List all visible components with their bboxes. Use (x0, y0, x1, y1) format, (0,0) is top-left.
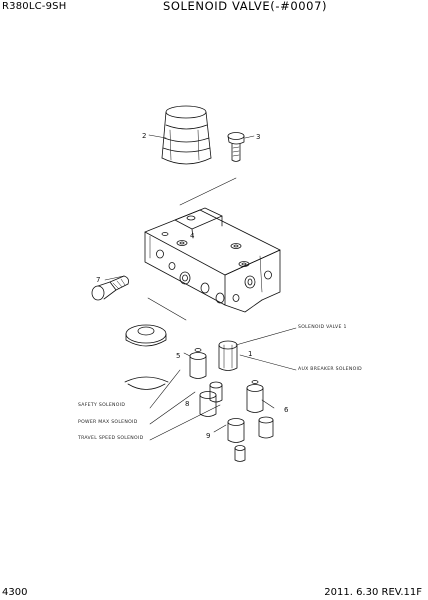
label-aux-breaker: AUX BREAKER SOLENOID (298, 367, 363, 372)
part-7-bolt (91, 275, 129, 301)
callout-3: 3 (256, 133, 260, 141)
callout-8: 8 (185, 400, 189, 408)
solenoid-1 (218, 340, 238, 371)
callout-numbers: 2 3 7 1 5 8 9 6 4 (96, 132, 289, 440)
label-safety-solenoid: SAFETY SOLENOID (78, 403, 126, 408)
solenoid-5 (246, 380, 264, 413)
leader-lines (104, 134, 297, 441)
callout-9: 9 (206, 432, 210, 440)
solenoid-4 (199, 391, 217, 417)
part-6-washer (125, 324, 167, 347)
callout-4: 4 (190, 232, 195, 240)
valve-block (144, 207, 281, 313)
label-power-max: POWER MAX SOLENOID (78, 420, 138, 425)
model-code: R380LC-9SH (2, 1, 67, 12)
callout-1: 1 (248, 350, 252, 358)
solenoid-6 (258, 416, 274, 439)
solenoid-7 (227, 418, 245, 443)
part-3-bolt (227, 132, 245, 162)
part-2-damper (161, 105, 212, 165)
solenoid-8 (234, 445, 246, 462)
solenoid-2 (189, 348, 207, 379)
revision-date: 2011. 6.30 REV.11F (324, 587, 422, 598)
page-number: 4300 (2, 587, 28, 598)
part-8-seal (124, 376, 169, 390)
callout-2: 2 (142, 132, 146, 140)
callout-5: 5 (176, 352, 180, 360)
page-title: SOLENOID VALVE(-#0007) (163, 0, 328, 13)
label-travel-speed: TRAVEL SPEED SOLENOID (78, 436, 144, 441)
callout-6: 6 (284, 406, 289, 414)
callout-7: 7 (96, 276, 100, 284)
label-solenoid-valve-1: SOLENOID VALVE 1 (298, 325, 347, 330)
